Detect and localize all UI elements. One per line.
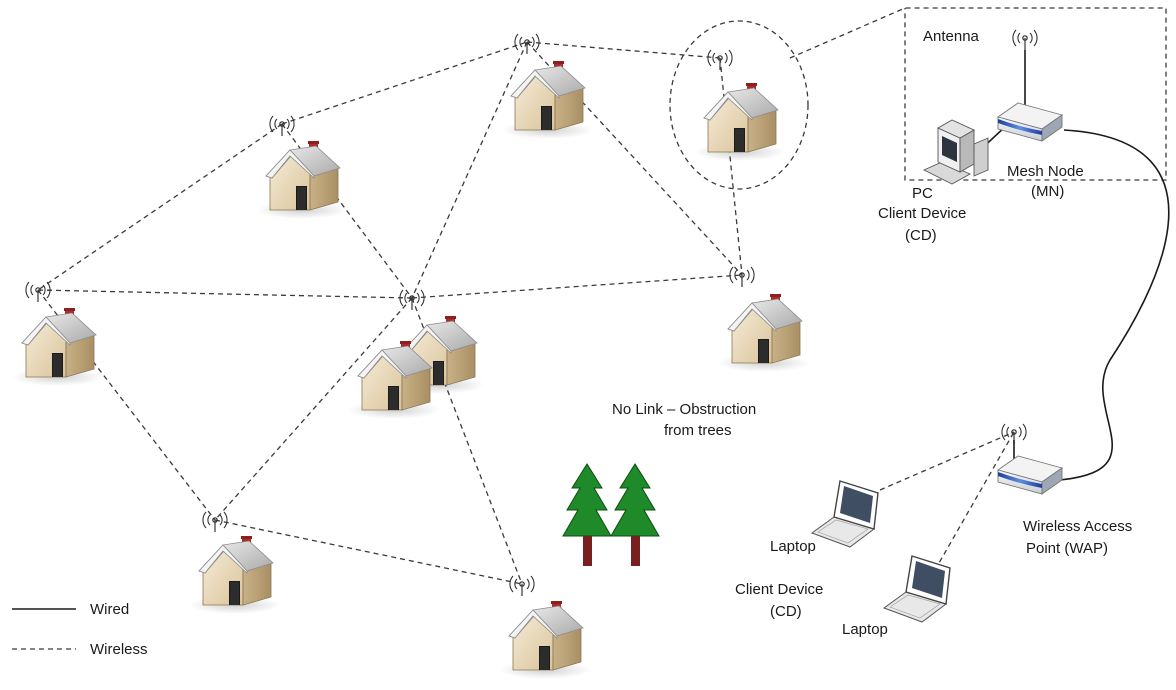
mesh-node-abbr: (MN) [1031, 183, 1064, 200]
laptop-b-label: Laptop [842, 621, 888, 638]
link-e-g [214, 297, 413, 521]
legend: Wired Wireless [12, 601, 148, 658]
house-g [188, 511, 282, 615]
house-d [11, 281, 105, 387]
house-c [693, 49, 787, 162]
pc-icon [923, 119, 989, 185]
link-e-f [411, 274, 743, 299]
link-b-c [526, 41, 721, 59]
client-device-abbr: (CD) [905, 227, 937, 244]
no-link-label: No Link – Obstruction [612, 401, 756, 418]
link-b-f [526, 41, 743, 276]
house-a [255, 115, 349, 220]
mesh-node-antenna-icon [1012, 29, 1038, 51]
wap-label-2: Point (WAP) [1026, 540, 1108, 557]
link-g-h [214, 519, 523, 585]
mesh-node-inset [669, 7, 1167, 190]
link-c-f [719, 57, 743, 276]
legend-wired-label: Wired [90, 601, 129, 618]
laptop-a-icon [811, 480, 879, 548]
link-laptop-a-wap [879, 431, 1015, 491]
laptop-b-icon [883, 555, 951, 623]
no-link-label-2: from trees [664, 422, 732, 439]
client-device-label: Client Device [878, 205, 966, 222]
link-a-b [281, 41, 528, 125]
mesh-node-label: Mesh Node [1007, 163, 1084, 180]
wireless-links [37, 41, 1015, 585]
mesh-node-router [997, 102, 1063, 142]
wired-cable [1059, 129, 1170, 481]
client-device-label-2: Client Device [735, 581, 823, 598]
trees [562, 463, 660, 567]
wap-label: Wireless Access [1023, 518, 1132, 535]
house-f [717, 266, 811, 373]
pc-label: PC [912, 185, 933, 202]
link-laptop-b-wap [934, 431, 1015, 571]
legend-wireless-label: Wireless [90, 641, 148, 658]
client-device-abbr-2: (CD) [770, 603, 802, 620]
link-e-h [411, 297, 523, 585]
link-b-e [411, 41, 528, 299]
link-d-e [37, 289, 413, 299]
laptop-a-label: Laptop [770, 538, 816, 555]
house-b [500, 33, 594, 140]
link-a-d [37, 123, 283, 291]
house-h [498, 575, 592, 680]
wap-router [997, 455, 1063, 495]
antenna-label: Antenna [923, 28, 980, 45]
